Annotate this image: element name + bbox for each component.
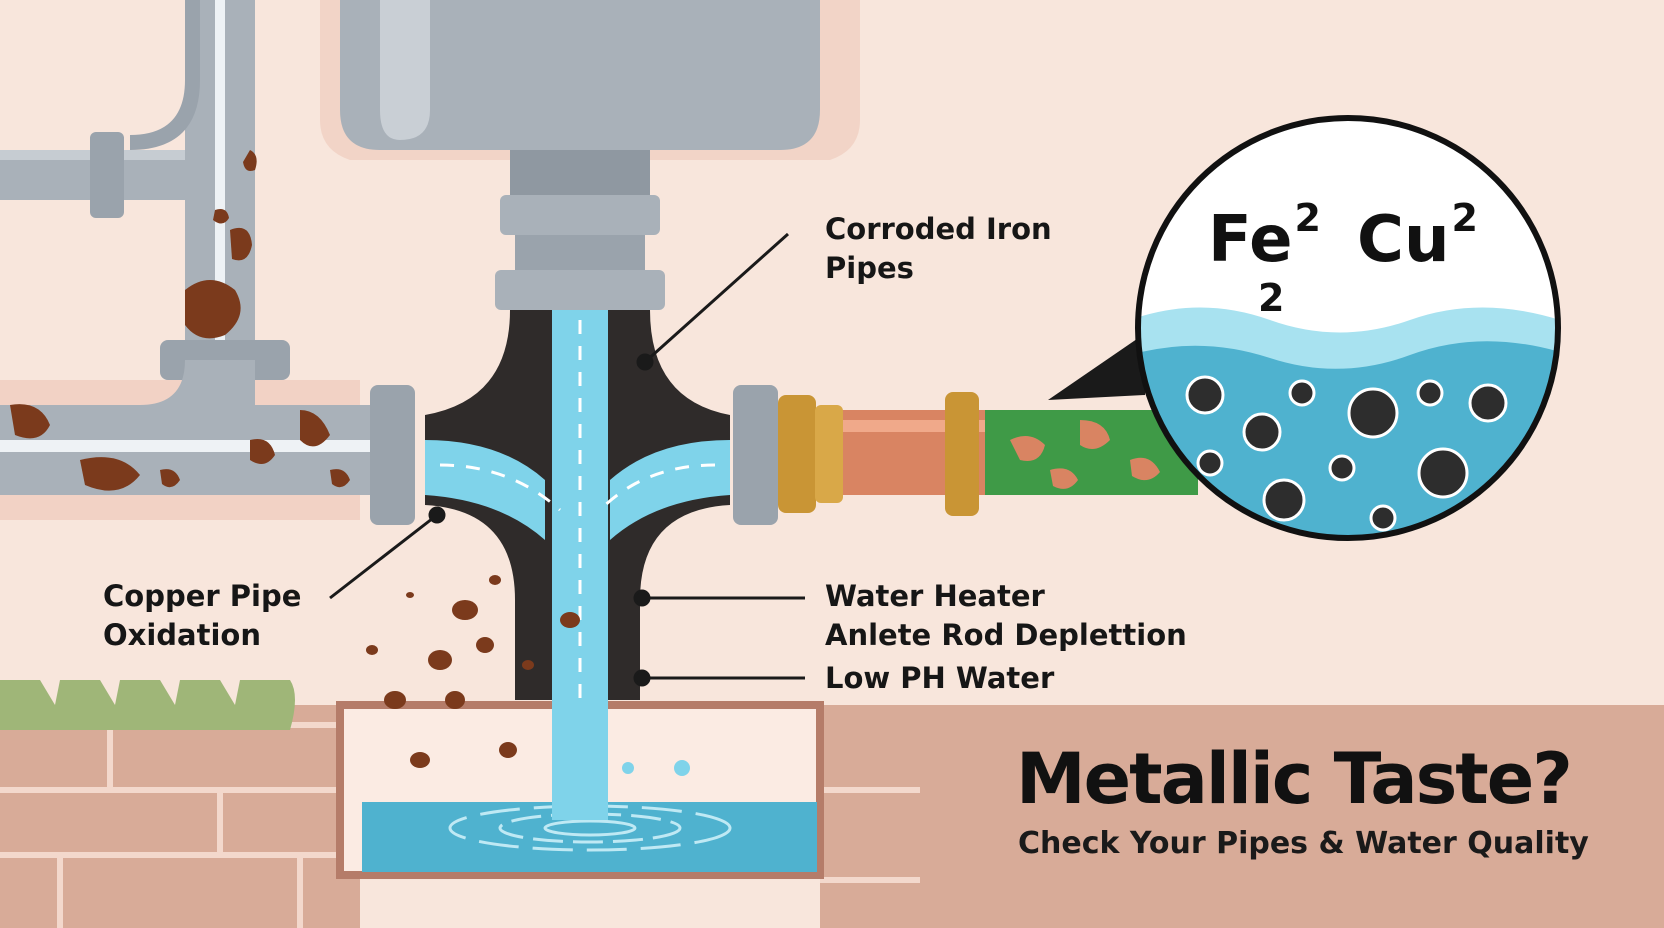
- label-line: Low PH Water: [825, 661, 1055, 695]
- t-junction: [370, 310, 778, 820]
- magnifier-bubble: [1048, 115, 1561, 541]
- label-low-ph: Low PH Water: [825, 659, 1054, 698]
- headline: Metallic Taste?: [1016, 738, 1573, 820]
- label-corroded-iron-pipes: Corroded Iron Pipes: [825, 210, 1052, 288]
- label-water-heater: Water Heater Anlete Rod Deplettion: [825, 577, 1187, 655]
- copper-symbol-text: Cu: [1356, 203, 1450, 277]
- label-line: Copper Pipe: [103, 579, 302, 613]
- rust-flakes: [366, 575, 580, 768]
- copper-pipe: [778, 392, 1198, 516]
- water-heater-tank: [340, 0, 820, 310]
- subheadline: Check Your Pipes & Water Quality: [1018, 826, 1589, 861]
- label-line: Corroded Iron: [825, 212, 1052, 246]
- iron-superscript: 2: [1294, 196, 1321, 240]
- label-line: Water Heater: [825, 579, 1045, 613]
- iron-subscript: 2: [1258, 276, 1285, 320]
- grass: [0, 680, 295, 730]
- corroded-iron-pipes: [0, 0, 370, 495]
- label-line: Pipes: [825, 251, 914, 285]
- label-line: Oxidation: [103, 618, 261, 652]
- label-copper-oxidation: Copper Pipe Oxidation: [103, 577, 301, 655]
- callout-lines: [329, 232, 805, 687]
- copper-superscript: 2: [1451, 196, 1478, 240]
- iron-symbol-text: Fe: [1208, 203, 1293, 277]
- label-line: Anlete Rod Deplettion: [825, 618, 1187, 652]
- copper-symbol: Cu2: [1356, 196, 1478, 288]
